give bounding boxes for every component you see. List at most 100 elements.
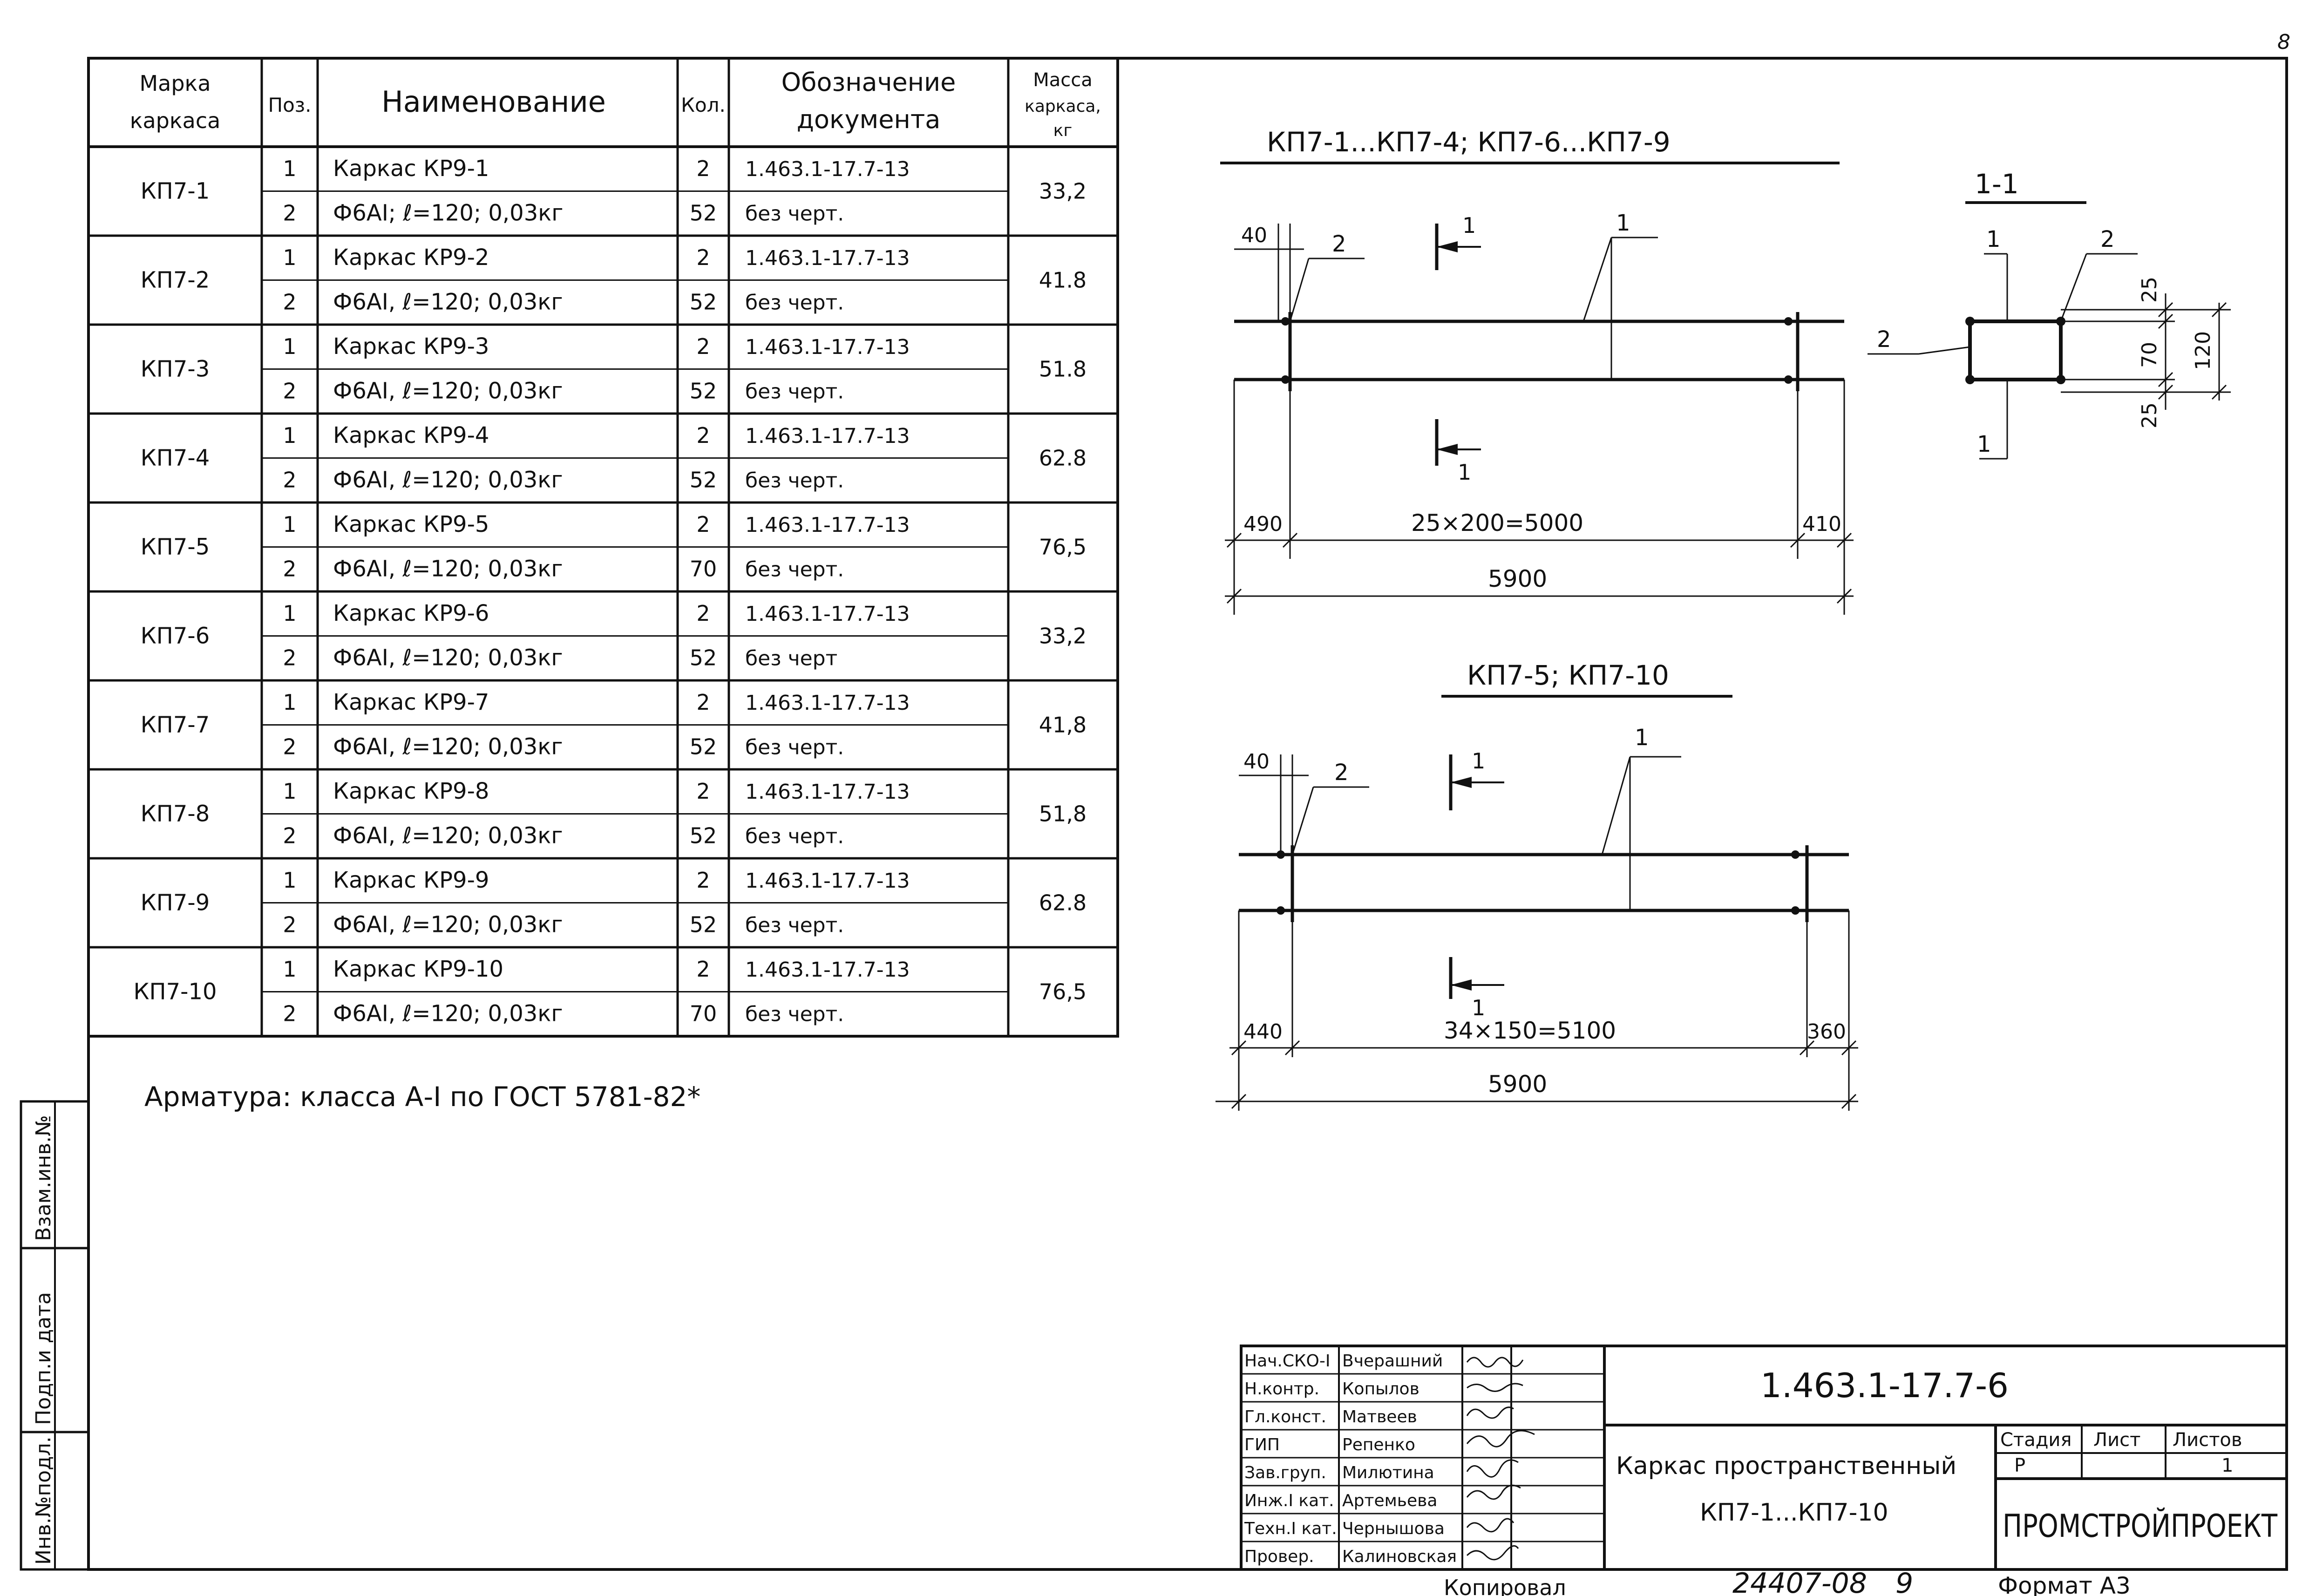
archive-number: 24407-08 (1732, 1567, 1867, 1596)
table-cell-doc: без черт. (745, 469, 844, 492)
side-stamp-vzam-inv: Взам.инв.№ (32, 1115, 55, 1241)
table-cell-pos: 2 (283, 378, 296, 403)
tb-role: ГИП (1244, 1435, 1280, 1454)
view2-title: КП7-5; КП7-10 (1467, 659, 1669, 691)
sheets-value: 1 (2221, 1455, 2233, 1476)
view1-leader-2: 2 (1332, 231, 1346, 257)
view1-dim-40: 40 (1241, 224, 1267, 247)
table-cell-qty: 52 (690, 467, 717, 492)
table-cell-doc: 1.463.1-17.7-13 (745, 602, 910, 626)
table-cell-pos: 1 (283, 512, 296, 537)
view1-node (1784, 317, 1793, 326)
table-cell-mark: КП7-6 (141, 623, 210, 649)
tb-role: Инж.I кат. (1244, 1491, 1334, 1510)
side-stamp (20, 1100, 90, 1571)
table-cell-mark: КП7-8 (141, 801, 210, 827)
sheets-label: Листов (2173, 1429, 2242, 1451)
table-cell-qty: 52 (690, 378, 717, 403)
side-stamp-podp-data: Подп.и дата (32, 1292, 55, 1425)
view1-title: КП7-1...КП7-4; КП7-6...КП7-9 (1267, 126, 1671, 158)
view2-section-mark-top: 1 (1472, 748, 1485, 774)
table-cell-pos: 2 (283, 734, 296, 759)
table-cell-mass: 41.8 (1039, 268, 1087, 293)
view1-dim-410: 410 (1802, 512, 1841, 536)
table-cell-doc: 1.463.1-17.7-13 (745, 513, 910, 537)
table-cell-name: Каркас КР9-2 (333, 244, 489, 271)
table-cell-doc: без черт. (745, 380, 844, 403)
view2-dim-40: 40 (1243, 750, 1270, 774)
table-cell-doc: без черт (745, 646, 837, 670)
view1-leader-1: 1 (1616, 210, 1630, 236)
table-cell-pos: 2 (283, 645, 296, 670)
table-cell-pos: 1 (283, 601, 296, 626)
table-cell-name: Каркас КР9-8 (333, 778, 489, 804)
table-cell-mass: 33,2 (1039, 179, 1087, 204)
header-pos: Поз. (268, 94, 312, 116)
table-cell-name: Каркас КР9-4 (333, 422, 489, 448)
table-cell-pos: 1 (283, 245, 296, 270)
copied-by: Копировал (1444, 1575, 1566, 1596)
table-cell-qty: 2 (696, 334, 710, 359)
drawing-title-line-1: Каркас пространственный (1616, 1452, 1956, 1480)
signatures (1466, 1357, 1535, 1561)
table-cell-pos: 2 (283, 1001, 296, 1026)
stage-label: Стадия (2000, 1429, 2071, 1451)
header-mass-1: Масса (1033, 69, 1093, 91)
table-cell-qty: 2 (696, 957, 710, 982)
table-cell-qty: 2 (696, 868, 710, 893)
table-cell-doc: 1.463.1-17.7-13 (745, 780, 910, 804)
table-cell-doc: без черт. (745, 1002, 844, 1026)
section-stirrup (1968, 319, 2063, 381)
table-cell-mark: КП7-9 (141, 890, 210, 916)
table-cell-doc: без черт. (745, 735, 844, 759)
table-cell-qty: 52 (690, 912, 717, 937)
doc-code: 1.463.1-17.7-6 (1760, 1366, 2009, 1405)
header-mass-3: кг (1053, 121, 1073, 140)
view2-dim-spacing: 34×150=5100 (1444, 1017, 1616, 1044)
table-cell-pos: 2 (283, 200, 296, 225)
view1-dim-spacing: 25×200=5000 (1411, 509, 1583, 537)
table-cell-qty: 2 (696, 423, 710, 448)
section-label-1-bottom: 1 (1977, 431, 1991, 457)
sheet-format: Формат А3 (1998, 1572, 2131, 1596)
table-cell-name: Ф6АI; ℓ=120; 0,03кг (333, 200, 563, 226)
view1-node (1784, 375, 1793, 384)
view2-leader-1: 1 (1635, 725, 1649, 751)
side-stamp-inv-podl: Инв.№подл. (32, 1436, 55, 1565)
tb-name: Матвеев (1342, 1407, 1417, 1426)
tb-role: Провер. (1244, 1547, 1314, 1566)
table-cell-mark: КП7-7 (141, 712, 210, 738)
table-cell-qty: 52 (690, 734, 717, 759)
section-label-2-top: 2 (2100, 226, 2115, 252)
table-cell-name: Каркас КР9-6 (333, 600, 489, 626)
table-cell-pos: 2 (283, 912, 296, 937)
table-cell-mark: КП7-4 (141, 445, 210, 471)
table-cell-pos: 1 (283, 334, 296, 359)
table-cell-name: Ф6АI, ℓ=120; 0,03кг (333, 911, 563, 937)
title-block (1240, 1345, 2288, 1571)
table-cell-doc: 1.463.1-17.7-13 (745, 958, 910, 982)
table-cell-mass: 51.8 (1039, 357, 1087, 382)
table-cell-pos: 1 (283, 779, 296, 804)
table-cell-qty: 2 (696, 156, 710, 181)
tb-name: Милютина (1342, 1463, 1434, 1482)
view2-leader-2: 2 (1334, 760, 1349, 786)
section-dim-120: 120 (2191, 331, 2215, 370)
table-cell-pos: 1 (283, 423, 296, 448)
table-cell-mass: 62.8 (1039, 446, 1087, 471)
table-cell-mass: 76,5 (1039, 979, 1087, 1005)
table-cell-doc: 1.463.1-17.7-13 (745, 246, 910, 270)
table-cell-name: Ф6АI, ℓ=120; 0,03кг (333, 289, 563, 315)
table-cell-mass: 76,5 (1039, 535, 1087, 560)
reinforcement-note: Арматура: класса А-I по ГОСТ 5781-82* (144, 1081, 700, 1113)
view2-dim-total: 5900 (1488, 1071, 1547, 1098)
tb-name: Артемьева (1342, 1491, 1437, 1510)
table-cell-mass: 41,8 (1039, 713, 1087, 738)
table-cell-name: Каркас КР9-7 (333, 689, 489, 715)
table-cell-qty: 2 (696, 601, 710, 626)
table-cell-name: Ф6АI, ℓ=120; 0,03кг (333, 467, 563, 493)
table-cell-qty: 52 (690, 823, 717, 848)
table-cell-pos: 2 (283, 556, 296, 581)
